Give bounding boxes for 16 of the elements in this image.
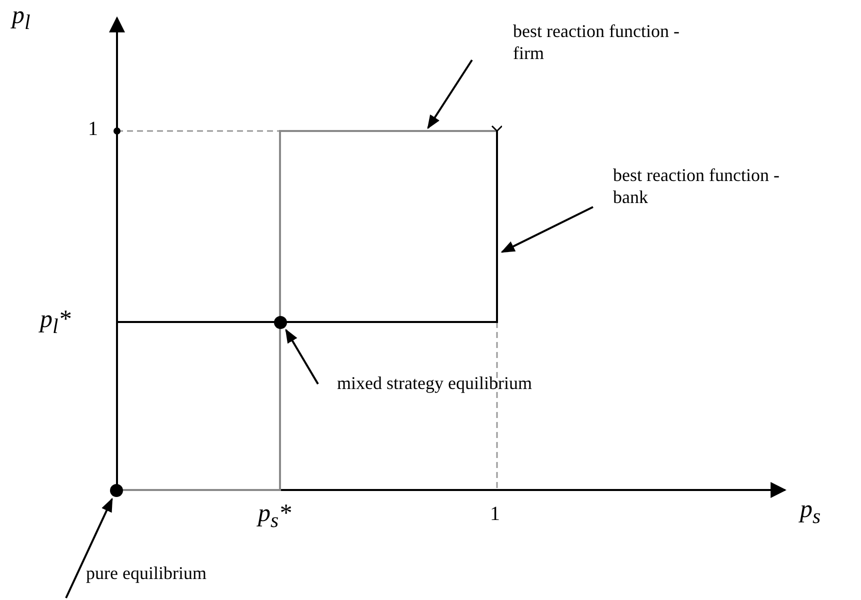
axis-label: p$_{l}$* [40, 306, 71, 339]
callout-label: mixed strategy equilibrium [337, 372, 532, 394]
callout-label: best reaction function - bank [613, 164, 803, 208]
tick-label: 1 [88, 118, 98, 141]
axis-label: p$_{s}$ [800, 496, 821, 529]
callout-label: best reaction function - firm [513, 20, 703, 64]
axis-label: p$_{s}$* [258, 500, 292, 533]
equilibrium-dot [110, 484, 123, 497]
leader-arrow [500, 206, 594, 253]
reaction-function-line [117, 125, 502, 325]
axis-label: p$_{l}$ [12, 2, 30, 35]
tick-label: 1 [490, 503, 500, 526]
leader-arrow [285, 328, 319, 384]
callout-label: pure equilibrium [86, 562, 206, 584]
leader-arrow [427, 59, 473, 130]
leader-arrow [65, 498, 113, 598]
